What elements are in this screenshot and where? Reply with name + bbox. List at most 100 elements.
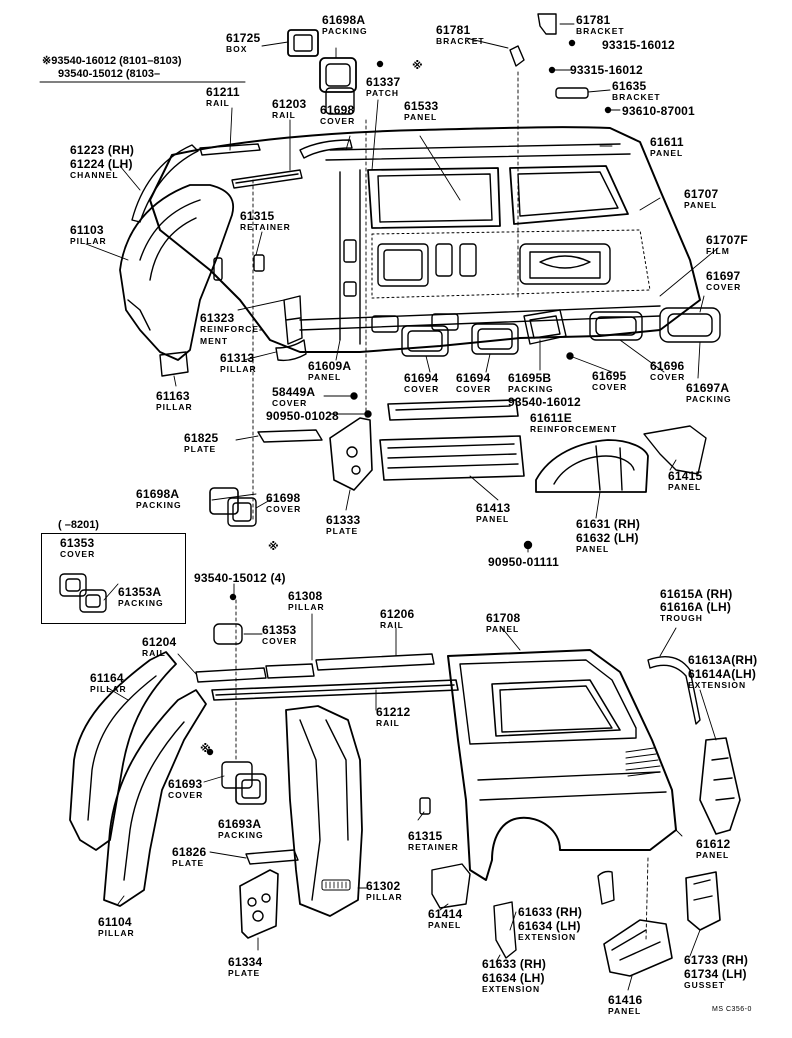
callout-61632: 61632 (LH)PANEL [576,531,639,554]
callout-61733: 61733 (RH) [684,953,749,967]
panel-61413 [379,435,525,481]
leader-lines [85,23,719,991]
pillar-61164 [69,651,177,851]
callout-61224: 61224 (LH)CHANNEL [70,157,133,180]
clip-upper [213,257,223,281]
pillar-61103 [119,184,234,361]
retainer-61315 [253,254,265,272]
callout-93540-15012: 93540-15012 (4) [194,571,286,585]
callout-61631: 61631 (RH) [576,517,641,531]
lower-rails [195,653,459,701]
reinforcement-61323 [283,295,303,345]
panel-61416 [603,919,673,977]
star-marker-lower: ※ [200,742,211,755]
callout-90950-01028: 90950-01028 [266,409,339,423]
bracket-61781-a [509,45,525,67]
plate-61825 [257,429,323,443]
cover-61353-lower [213,623,243,645]
star-marker-middle: ※ [268,540,279,553]
star-note-line-1: ※93540-16012 (8101–8103) [42,55,182,67]
cover-61698-lower [209,487,257,527]
callout-61223: 61223 (RH) [70,143,135,157]
inset-parts-61353 [59,573,107,613]
panel-61631 [535,439,649,493]
inset-box [41,533,186,624]
callout-61615A: 61615A (RH) [660,587,733,601]
star-note-line-2: 93540-15012 (8103– [58,68,161,80]
covers-row [371,307,721,357]
reinforcement-61611E [387,399,519,421]
cover-61693 [221,761,267,805]
upper-quarter-panel-assembly [149,126,701,353]
bracket-61635 [555,87,589,99]
callout-93315-b: 93315-16012 [570,63,643,77]
extension-61633-a [493,901,517,959]
plate-61334 [239,869,279,939]
star-marker-upper: ※ [412,59,423,72]
callout-61734: 61734 (LH)GUSSET [684,967,747,990]
bolts [206,39,612,756]
plate-61333 [329,417,373,491]
pillar-61302 [285,705,363,917]
callout-61616A: 61616A (LH)TROUGH [660,600,732,623]
drawing-code: MS C356-0 [712,1006,752,1013]
callout-93540-16012: 93540-16012 [508,395,581,409]
panel-61415 [643,425,707,475]
callout-61634-b: 61634 (LH)EXTENSION [482,971,545,994]
inset-title: ( –8201) [58,519,99,531]
extension-61633-b [597,870,615,905]
callout-90950-01111: 90950-01111 [488,555,559,569]
panel-61612 [447,649,677,881]
callout-93315-a: 93315-16012 [602,38,675,52]
plate-61826 [245,849,299,865]
